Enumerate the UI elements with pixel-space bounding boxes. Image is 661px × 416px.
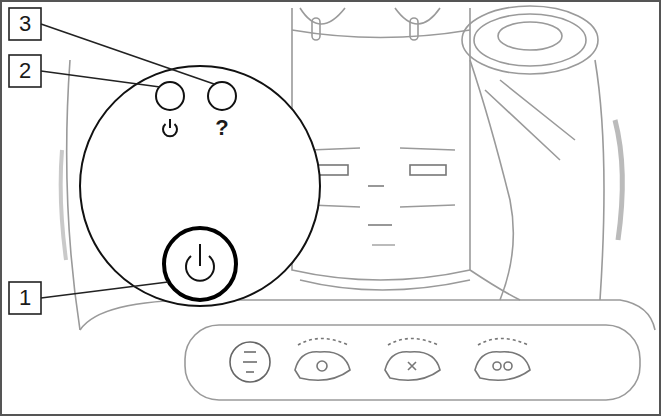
leader-lines [41,24,214,298]
appliance-body [61,6,655,400]
callout-number: 2 [10,56,40,86]
power-light [156,82,184,110]
alert-light [208,82,236,110]
help-symbol: ? [210,114,234,142]
power-button-icon [186,244,214,281]
zoom-inset [80,66,320,306]
callout-boxes [9,8,41,314]
power-button [164,228,236,300]
callout-number: 3 [10,9,40,39]
power-icon [163,119,177,136]
callout-number: 1 [10,283,40,313]
